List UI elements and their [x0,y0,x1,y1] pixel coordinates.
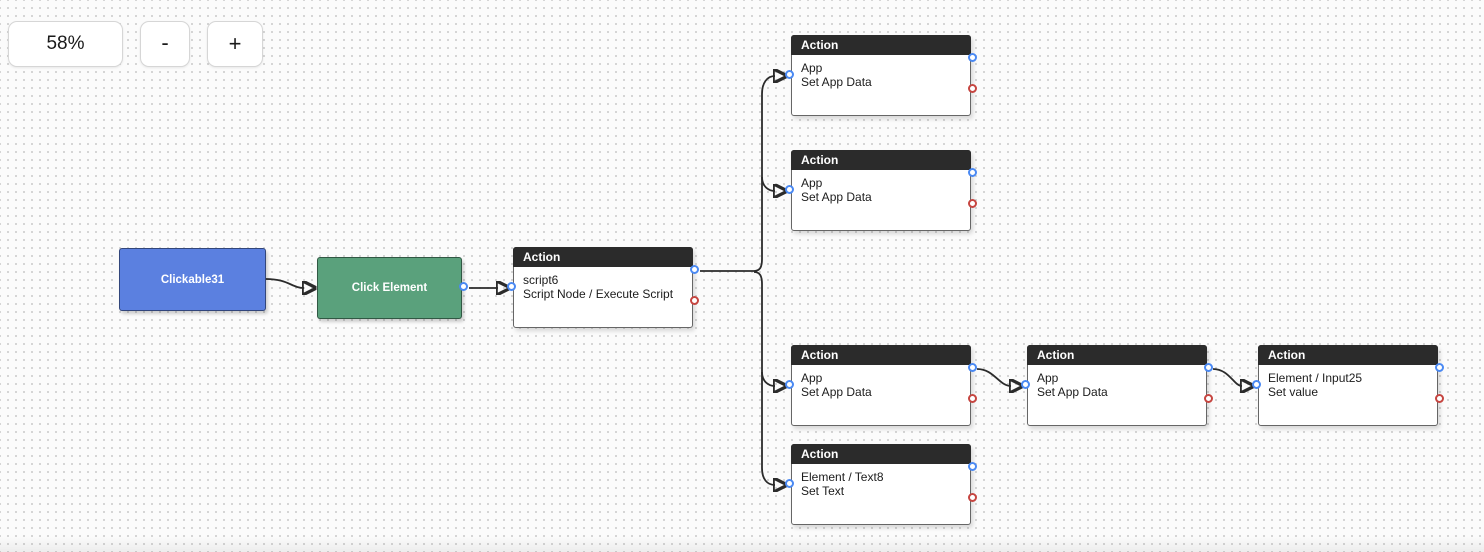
action-node-header: Action [791,444,971,464]
action-node-line2: Set App Data [801,75,872,89]
edge-script6-setappdata2 [761,176,775,191]
zoom-in-button[interactable]: + [207,21,263,67]
action-node-set-app-data-2[interactable]: Action App Set App Data [785,150,977,231]
action-node-line1: Element / Input25 [1268,371,1363,385]
output-port[interactable] [968,363,977,372]
action-node-header: Action [1027,345,1207,365]
input-port[interactable] [1021,380,1030,389]
error-port[interactable] [968,199,977,208]
error-port[interactable] [968,493,977,502]
input-port[interactable] [785,479,794,488]
output-port[interactable] [1204,363,1213,372]
action-node-header: Action [1258,345,1438,365]
error-port[interactable] [968,394,977,403]
action-node-line1: App [1037,371,1059,385]
node-click-element[interactable]: Click Element [317,257,468,319]
edge-setappdata4-setvalue [1212,368,1242,386]
output-port[interactable] [968,168,977,177]
node-clickable31[interactable]: Clickable31 [119,248,266,311]
action-node-script6[interactable]: Action script6 Script Node / Execute Scr… [507,247,699,328]
error-port[interactable] [968,84,977,93]
output-port[interactable] [968,53,977,62]
action-node-line2: Set App Data [801,385,872,399]
action-node-line2: Set App Data [801,190,872,204]
edge-setappdata3-setappdata4 [976,368,1011,386]
action-node-line2: Set value [1268,385,1319,399]
output-port[interactable] [1435,363,1444,372]
action-node-set-app-data-3[interactable]: Action App Set App Data [785,345,977,426]
action-node-line1: App [801,176,823,190]
edge-clickable31-clickelement [265,278,304,288]
input-port[interactable] [785,185,794,194]
action-node-header: Action [791,35,971,55]
input-port[interactable] [785,70,794,79]
output-port[interactable] [968,462,977,471]
zoom-out-button[interactable]: - [140,21,190,67]
action-node-line1: App [801,61,823,75]
action-node-set-text[interactable]: Action Element / Text8 Set Text [785,444,977,525]
edge-script6-setappdata1 [753,76,775,272]
input-port[interactable] [1252,380,1261,389]
action-node-line2: Set Text [801,484,845,498]
output-port[interactable] [690,265,699,274]
action-node-line2: Set App Data [1037,385,1108,399]
edge-script6-setappdata3 [761,371,775,386]
error-port[interactable] [1435,394,1444,403]
zoom-level-button[interactable]: 58% [8,21,123,67]
node-label: Clickable31 [160,273,225,286]
action-node-line1: script6 [523,273,559,287]
action-node-set-app-data-4[interactable]: Action App Set App Data [1021,345,1213,426]
action-node-line1: Element / Text8 [801,470,884,484]
action-node-line1: App [801,371,823,385]
action-node-set-value[interactable]: Action Element / Input25 Set value [1252,345,1444,426]
action-node-header: Action [791,150,971,170]
action-node-header: Action [513,247,693,267]
input-port[interactable] [507,282,516,291]
error-port[interactable] [1204,394,1213,403]
action-node-header: Action [791,345,971,365]
node-label: Click Element [351,282,428,294]
error-port[interactable] [690,296,699,305]
input-port[interactable] [785,380,794,389]
output-port[interactable] [459,282,468,291]
action-node-set-app-data-1[interactable]: Action App Set App Data [785,35,977,116]
edge-script6-settext [753,271,775,485]
action-node-line2: Script Node / Execute Script [523,287,674,301]
